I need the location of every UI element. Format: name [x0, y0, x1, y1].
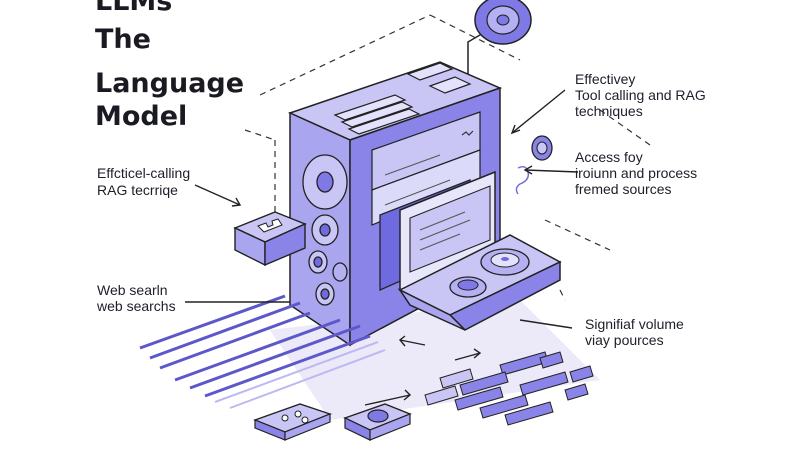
- callout-bottom-right-2: viay pources: [585, 332, 664, 348]
- coin-icon: [531, 135, 553, 161]
- title-line-4: Model: [95, 101, 188, 132]
- data-lines-light: [214, 341, 386, 409]
- title-line-3: Language: [95, 68, 245, 99]
- sliders-icon: [253, 403, 333, 441]
- callout-left-low-1: Web searln: [97, 282, 168, 298]
- data-lines-icon: [139, 294, 371, 398]
- title-line-2: The: [95, 24, 151, 55]
- wave-connector: [515, 165, 530, 195]
- callout-top-right-1: Effectivey: [575, 71, 636, 87]
- callout-top-right-2: Tool calling and RAG: [575, 87, 706, 103]
- callout-mid-right-3: fremed sources: [575, 181, 672, 197]
- callout-left-mid-2: RAG tecrriqe: [97, 182, 178, 198]
- callout-mid-right-2: iroiunn and process: [575, 165, 698, 181]
- callout-left-low-2: web searchs: [97, 298, 176, 314]
- data-blocks: [454, 351, 594, 426]
- guide-lines: [244, 14, 651, 301]
- callout-top-right-3: techniques: [575, 103, 643, 119]
- callout-left-mid-1: Effcticel-calling: [97, 165, 191, 181]
- arrows: [185, 89, 579, 406]
- disc-icon: [474, 0, 532, 45]
- title-line-1: LLMs: [95, 0, 173, 17]
- callout-mid-right-1: Access foy: [575, 149, 643, 165]
- callout-bottom-right-1: Signifiaf volume: [585, 316, 684, 332]
- chip-disc: [343, 403, 412, 441]
- slide-tray: [379, 170, 562, 331]
- puzzle-icon: [233, 211, 307, 267]
- disc-stand: [467, 31, 486, 85]
